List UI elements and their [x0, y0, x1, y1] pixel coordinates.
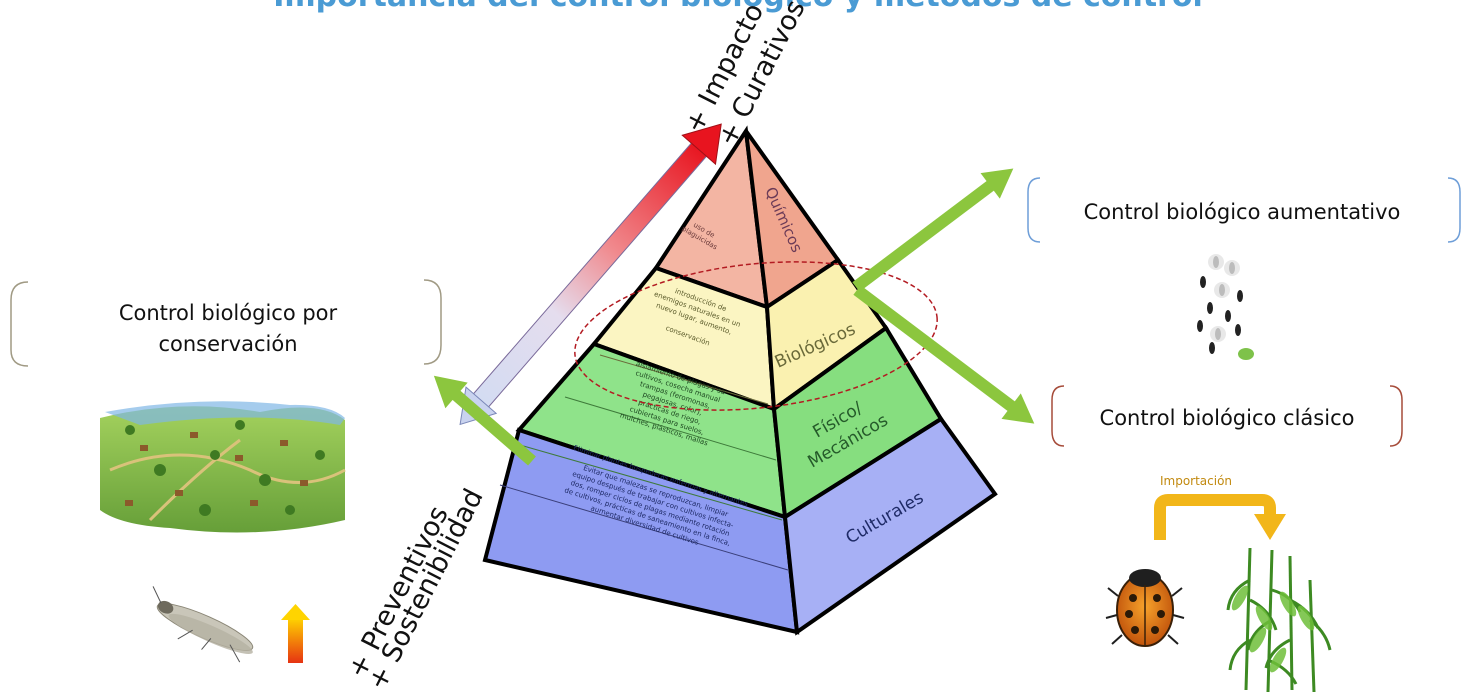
insect-swarm-icon: [1197, 254, 1254, 360]
biologicos-highlight-ellipse: [574, 261, 938, 411]
axis-bottom-labels: + Preventivos + Sostenibilidad: [342, 484, 490, 695]
box-conservacion-line1: Control biológico por: [119, 301, 338, 325]
box-clasico-label: Control biológico clásico: [1100, 406, 1355, 430]
box-conservacion: Control biológico por conservación: [10, 279, 442, 367]
corn-plant-icon: [1226, 547, 1332, 693]
axis-top-labels: + Impacto + Curativos: [679, 0, 812, 151]
importacion-label: Importación: [1160, 474, 1232, 488]
layer-culturales-side: [782, 416, 998, 636]
box-aumentativo-label: Control biológico aumentativo: [1084, 200, 1401, 224]
page-title: Importancia del control biológico y méto…: [273, 0, 1203, 14]
green-arrows: [433, 168, 1035, 466]
box-conservacion-line2: conservación: [158, 332, 297, 356]
lacewing-insect-icon: [152, 586, 254, 663]
title-fragment: Importancia del control biológico y méto…: [273, 0, 1203, 14]
box-clasico: Control biológico clásico: [1051, 385, 1403, 447]
landscape-illustration: [100, 401, 346, 533]
ladybug-icon: [1105, 569, 1185, 647]
impact-sustainability-arrow: [459, 123, 722, 426]
corn-leaves-fill: [1231, 585, 1315, 673]
box-aumentativo: Control biológico aumentativo: [1027, 177, 1461, 243]
importacion-arrow: Importación: [1154, 474, 1286, 540]
pyramid: Químicos Biológicos Físico/ Mecánicos Cu…: [482, 125, 998, 636]
up-arrow-icon: [281, 604, 310, 663]
